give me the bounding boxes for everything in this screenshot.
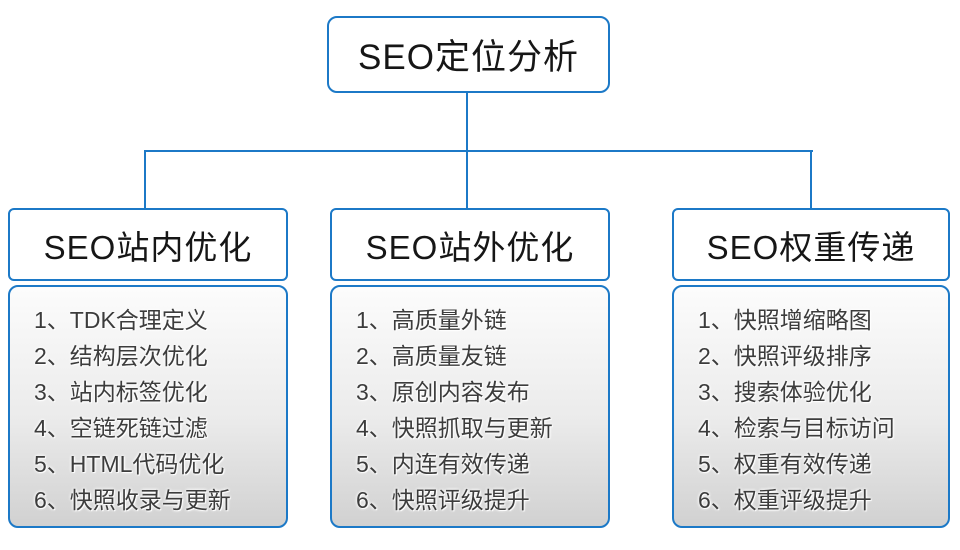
list-item: 6、快照收录与更新 [34,487,231,513]
branch-header-label: SEO权重传递 [706,228,916,266]
list-item: 2、结构层次优化 [34,343,208,369]
branch-header-label: SEO站内优化 [43,228,253,266]
connector-horizontal-bus [144,150,813,152]
list-item: 5、内连有效传递 [356,451,530,477]
list-item: 3、搜索体验优化 [698,379,872,405]
connector-right-drop [810,150,812,209]
list-item: 6、权重评级提升 [698,487,872,513]
branch-header-offsite: SEO站外优化 [330,208,610,281]
list-item: 3、原创内容发布 [356,379,530,405]
root-node-seo-positioning: SEO定位分析 [327,16,610,93]
branch-panel-onsite: 1、TDK合理定义 2、结构层次优化 3、站内标签优化 4、空链死链过滤 5、H… [8,285,288,528]
list-item: 2、高质量友链 [356,343,507,369]
root-node-label: SEO定位分析 [358,38,579,77]
list-item: 3、站内标签优化 [34,379,208,405]
branch-panel-weight: 1、快照增缩略图 2、快照评级排序 3、搜索体验优化 4、检索与目标访问 5、权… [672,285,950,528]
branch-header-label: SEO站外优化 [365,228,575,266]
branch-panel-offsite: 1、高质量外链 2、高质量友链 3、原创内容发布 4、快照抓取与更新 5、内连有… [330,285,610,528]
list-item: 5、权重有效传递 [698,451,872,477]
connector-left-drop [144,150,146,209]
connector-root-vertical [466,92,468,152]
list-item: 1、TDK合理定义 [34,307,208,333]
branch-header-onsite: SEO站内优化 [8,208,288,281]
list-item: 4、快照抓取与更新 [356,415,553,441]
list-item: 1、快照增缩略图 [698,307,872,333]
branch-header-weight: SEO权重传递 [672,208,950,281]
list-item: 2、快照评级排序 [698,343,872,369]
list-item: 5、HTML代码优化 [34,451,225,477]
list-item: 4、检索与目标访问 [698,415,895,441]
list-item: 6、快照评级提升 [356,487,530,513]
connector-middle-drop [466,150,468,209]
list-item: 4、空链死链过滤 [34,415,208,441]
list-item: 1、高质量外链 [356,307,507,333]
